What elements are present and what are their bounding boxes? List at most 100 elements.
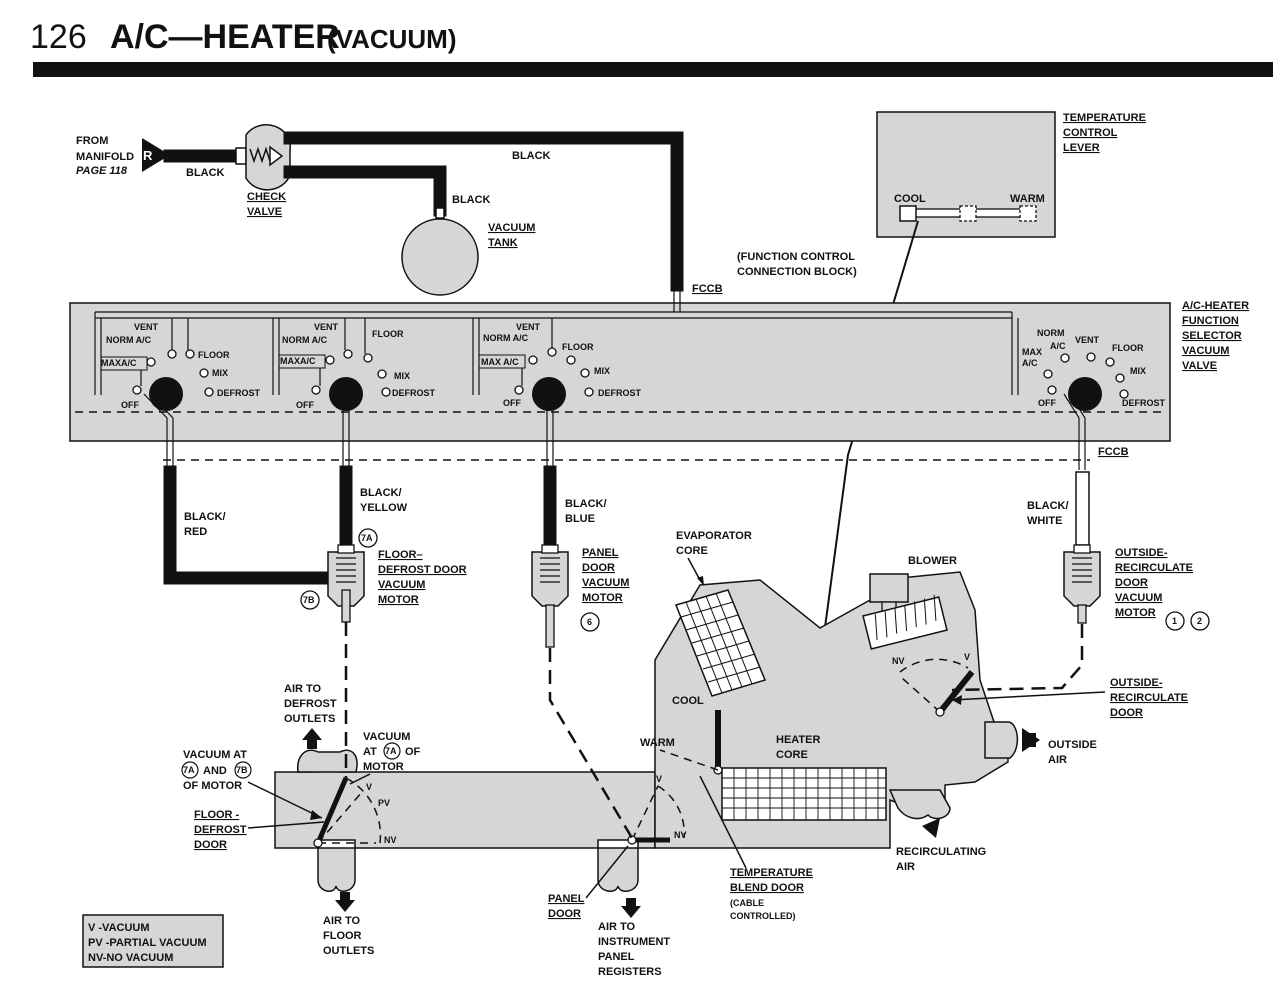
fccb-note-1: (FUNCTION CONTROL bbox=[737, 251, 855, 263]
page-number: 126 bbox=[30, 18, 87, 56]
outside-air-label-1: OUTSIDE bbox=[1048, 739, 1097, 751]
blower-icon bbox=[862, 573, 948, 650]
air-floor-label-1: AIR TO bbox=[323, 915, 361, 927]
svg-text:MAX A/C: MAX A/C bbox=[481, 357, 519, 367]
fd-door-label-2: DEFROST bbox=[194, 824, 247, 836]
recirc-air-label-2: AIR bbox=[896, 861, 915, 873]
outside-recirc-motor-label-2: RECIRCULATE bbox=[1115, 562, 1193, 574]
panel-arrow-icon bbox=[621, 898, 641, 918]
temp-lever-label-3: LEVER bbox=[1063, 142, 1100, 154]
hose-label-black-2: BLACK bbox=[512, 150, 551, 162]
temp-lever-label-1: TEMPERATURE bbox=[1063, 112, 1146, 124]
panel-motor-label-1: PANEL bbox=[582, 547, 619, 559]
vac-at-7b: 7B bbox=[236, 765, 248, 775]
svg-text:MIX: MIX bbox=[212, 368, 228, 378]
vac-7a-ref: 7A bbox=[385, 746, 397, 756]
svg-text:MAXA/C: MAXA/C bbox=[280, 356, 316, 366]
hose-black-blue-label-2: BLUE bbox=[565, 513, 595, 525]
vacuum-tank-label-2: TANK bbox=[488, 237, 518, 249]
ref-7b-circle bbox=[300, 590, 320, 610]
air-panel-label-3: PANEL bbox=[598, 951, 635, 963]
outside-recirc-motor-label-1: OUTSIDE- bbox=[1115, 547, 1168, 559]
heater-core-icon bbox=[721, 767, 887, 821]
floor-arrow-icon bbox=[335, 892, 355, 912]
ref-7a: 7A bbox=[361, 533, 373, 543]
fd-door-label-3: DOOR bbox=[194, 839, 227, 851]
defrost-arrow-icon bbox=[302, 728, 322, 749]
evaporator-core-icon bbox=[674, 589, 767, 697]
vac-7a-of: OF bbox=[405, 746, 421, 758]
svg-text:FLOOR: FLOOR bbox=[1112, 343, 1144, 353]
hose-black-white-label-2: WHITE bbox=[1027, 515, 1062, 527]
svg-text:NORM A/C: NORM A/C bbox=[106, 335, 152, 345]
tank-hose bbox=[283, 165, 447, 217]
selector-label-4: VACUUM bbox=[1182, 345, 1229, 357]
selector-group-1: VENT NORM A/C MAXA/C FLOOR MIX DEFROST O… bbox=[100, 318, 261, 411]
page-title: A/C—HEATER bbox=[110, 18, 340, 56]
fd-door-pv: PV bbox=[378, 798, 390, 808]
temp-blend-label-3: (CABLE bbox=[730, 898, 764, 908]
air-defrost-label-2: DEFROST bbox=[284, 698, 337, 710]
fd-door-nv: NV bbox=[384, 835, 397, 845]
outside-recirc-door-label-2: RECIRCULATE bbox=[1110, 692, 1188, 704]
svg-text:MAX: MAX bbox=[1022, 347, 1042, 357]
vacuum-tank-label-1: VACUUM bbox=[488, 222, 535, 234]
outside-recirc-rod bbox=[951, 624, 1084, 692]
air-panel-label-2: INSTRUMENT bbox=[598, 936, 670, 948]
svg-text:FLOOR: FLOOR bbox=[198, 350, 230, 360]
hose-black-white bbox=[1075, 471, 1090, 546]
air-floor-label-3: OUTLETS bbox=[323, 945, 374, 957]
fccb-note-2: CONNECTION BLOCK) bbox=[737, 266, 857, 278]
supply-hose-top bbox=[283, 131, 684, 292]
defrost-outlet bbox=[297, 749, 358, 773]
selector-label-2: FUNCTION bbox=[1182, 315, 1239, 327]
legend-nv: NV-NO VACUUM bbox=[88, 952, 173, 964]
cool-label: COOL bbox=[672, 695, 704, 707]
manifold-arrow-icon bbox=[142, 138, 170, 172]
page-ref-label: PAGE 118 bbox=[76, 165, 128, 177]
panel-door-v: V bbox=[656, 774, 662, 784]
temp-blend-label-4: CONTROLLED) bbox=[730, 911, 796, 921]
selector-output-1 bbox=[143, 393, 174, 470]
svg-text:OFF: OFF bbox=[121, 400, 139, 410]
manifold-label: MANIFOLD bbox=[76, 151, 134, 163]
from-label: FROM bbox=[76, 135, 108, 147]
hose-black-red bbox=[163, 465, 337, 585]
floor-outlet bbox=[317, 847, 356, 892]
hose-label-black-3: BLACK bbox=[452, 194, 491, 206]
svg-text:MIX: MIX bbox=[1130, 366, 1146, 376]
svg-text:FLOOR: FLOOR bbox=[372, 329, 404, 339]
manifold-badge: R bbox=[143, 148, 153, 163]
recirc-air-arrow-icon bbox=[922, 818, 940, 838]
outside-recirc-motor-label-4: VACUUM bbox=[1115, 592, 1162, 604]
evaporator-pointer bbox=[687, 557, 701, 581]
svg-text:MAXA/C: MAXA/C bbox=[101, 358, 137, 368]
hose-black-yellow-label-2: YELLOW bbox=[360, 502, 408, 514]
fccb-bottom-label: FCCB bbox=[1098, 446, 1129, 458]
temp-lever-cool: COOL bbox=[894, 193, 926, 205]
vac-7a-motor: MOTOR bbox=[363, 761, 404, 773]
selector-group-4: NORM MAX A/C A/C VENT FLOOR MIX DEFROST … bbox=[1022, 328, 1166, 411]
fd-door-label-1: FLOOR - bbox=[194, 809, 240, 821]
vac-at-label: VACUUM AT bbox=[183, 749, 247, 761]
outside-air-label-2: AIR bbox=[1048, 754, 1067, 766]
outside-recirc-door-label-1: OUTSIDE- bbox=[1110, 677, 1163, 689]
recirc-inlet bbox=[888, 789, 951, 820]
panel-motor-label-4: MOTOR bbox=[582, 592, 623, 604]
vac-at-and: AND bbox=[203, 765, 227, 777]
air-panel-label-1: AIR TO bbox=[598, 921, 636, 933]
vac-at-7a: 7A bbox=[183, 765, 195, 775]
svg-text:FLOOR: FLOOR bbox=[562, 342, 594, 352]
panel-door-label-1: PANEL bbox=[548, 893, 585, 905]
svg-text:OFF: OFF bbox=[296, 400, 314, 410]
warm-label: WARM bbox=[640, 737, 675, 749]
svg-text:OFF: OFF bbox=[503, 398, 521, 408]
ref-7a-circle bbox=[358, 528, 378, 548]
check-valve-label-1: CHECK bbox=[247, 191, 286, 203]
evaporator-label-2: CORE bbox=[676, 545, 708, 557]
outside-recirc-door-label-3: DOOR bbox=[1110, 707, 1143, 719]
selector-group-3: VENT NORM A/C MAX A/C FLOOR MIX DEFROST … bbox=[478, 318, 642, 411]
legend-pv: PV -PARTIAL VACUUM bbox=[88, 937, 207, 949]
air-defrost-label-1: AIR TO bbox=[284, 683, 322, 695]
ref-6: 6 bbox=[587, 617, 592, 627]
